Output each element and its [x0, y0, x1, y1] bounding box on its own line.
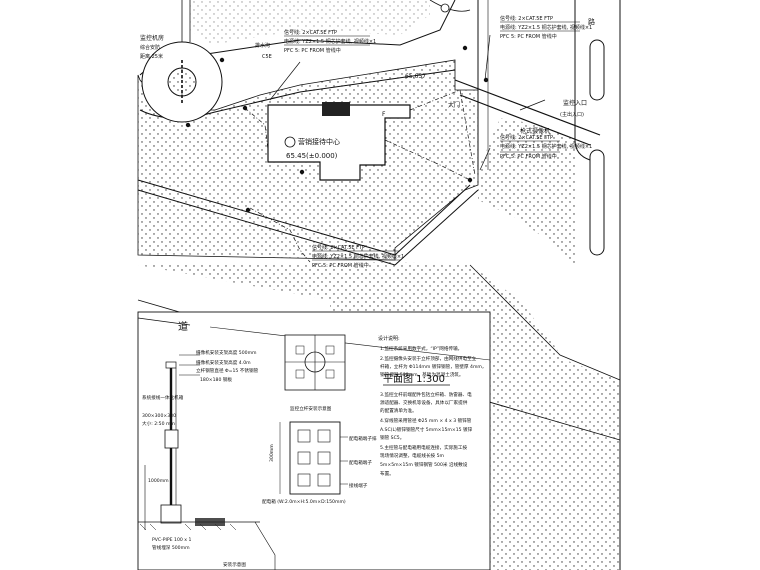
level-label: 65.657 — [405, 73, 426, 80]
camera-icon — [245, 207, 251, 213]
cable-spec-top-2: 电源线: YZ2×1.5 铜芯护套线, 视频线×1 — [284, 38, 376, 45]
box-dimension: 300mm — [269, 444, 275, 462]
section-label-8: 1000mm — [148, 478, 169, 484]
cable-spec-right-3: PFC 5: PC FROM 管线中 — [500, 33, 557, 40]
building-dark-block — [322, 102, 350, 116]
section-label-4: 180×180 钢板 — [200, 376, 232, 383]
section-label-7: 大小: 2:50 mm — [142, 420, 175, 427]
camera-label-right: 枪式摄像机 — [520, 127, 550, 135]
note-line-3: 杆箱，立杆为 Φ114mm 镀锌钢管，管壁厚 4mm， — [380, 363, 487, 370]
box-label-1: 配电箱端子排 — [349, 435, 377, 442]
note-line-7: 的配置清单为准。 — [380, 407, 417, 414]
cable-spec-top-1: 信号线: 2×CAT.5E FTP — [284, 29, 337, 36]
note-line-1: 1.监控系统采用数字式，“IP”网络传输， — [380, 345, 462, 352]
note-line-14: 布置。 — [380, 470, 394, 477]
distance-label: 距离 25米 — [140, 53, 163, 60]
site-plan: 营销接待中心 65.45(±0.000) F — [137, 0, 621, 570]
building-level: 65.45(±0.000) — [286, 152, 338, 160]
cable-spec-right-2: 电源线: YZ2×1.5 铜芯护套线, 视频线×1 — [500, 24, 592, 31]
notes-title: 设计说明: — [378, 335, 400, 342]
camera-icon — [185, 122, 191, 128]
right-spec-3: PFC 5: PC FROM 管线中 — [500, 153, 557, 160]
camera-icon — [467, 177, 473, 183]
right-spec-2: 电源线: YZ2×1.5 铜芯护套线, 视频线×1 — [500, 143, 592, 150]
center-spec-1: 信号线: 2×CAT.5E FTP — [312, 244, 365, 251]
section-label-9: PVC-PIPE 100 x 1 — [152, 537, 191, 543]
section-label-3: 立杆钢管直径 Φ=15 不锈钢管 — [196, 367, 259, 374]
cable-spec-right-1: 信号线: 2×CAT.5E FTP — [500, 15, 553, 22]
camera-icon — [219, 57, 225, 63]
detail-sheet: 道 — [137, 311, 491, 570]
section-label-10: 管线埋深 500mm — [152, 544, 190, 551]
building-marker-icon — [284, 136, 296, 148]
center-spec-3: PFC 5: PC FROM 管线中 — [312, 262, 369, 269]
distribution-box: 300mm 配电箱端子排 配电箱端子 接线端子 配电箱 (W:2.0m×H:5.… — [262, 421, 377, 505]
camera-icon — [462, 45, 468, 51]
design-notes: 设计说明: 1.监控系统采用数字式，“IP”网络传输， 2.监控摄像头安装于立杆… — [378, 335, 487, 477]
monitor-room-sub: 综合安防 — [140, 44, 160, 51]
note-line-4: 钢管埋深 500mm，基础为混凝土浇筑。 — [380, 371, 464, 378]
c5e-label: C5E — [262, 54, 272, 60]
box-caption: 配电箱 (W:2.0m×H:5.0m×D:150mm) — [262, 498, 346, 505]
bottom-caption: 安装示意图 — [223, 561, 246, 568]
note-line-6: 源适配器、交换机等设备，具体以厂家提供 — [380, 399, 468, 406]
note-line-11: 5.主控管与配电箱用电缆连接，实际施工按 — [380, 444, 467, 451]
building-mark: F — [382, 111, 386, 118]
median-strip-top — [589, 39, 605, 101]
gate-label: 大门 — [448, 101, 460, 109]
note-line-9: A.SC(L)镀锌钢管尺寸 5mm×15m×15 镀锌 — [380, 426, 473, 433]
road-label-right: 路 — [588, 17, 595, 26]
camera-head-icon — [165, 361, 177, 369]
conduit-pipe — [195, 518, 225, 526]
plan-title: 平面图 1:300 — [383, 373, 445, 385]
section-label-5: 系统接线一体化机箱 — [142, 394, 184, 401]
box-label-3: 接线端子 — [349, 482, 368, 489]
roads — [137, 0, 621, 570]
median-strip-bottom — [589, 149, 605, 256]
note-line-5: 3.监控立杆前端配件包括立杆箱、防雷器、电 — [380, 391, 472, 398]
annotation-leaders — [284, 21, 580, 261]
note-line-12: 现场情况调整，电缆线长按 5m — [380, 452, 445, 459]
pole-junction-box — [164, 429, 179, 449]
right-spec-1: 信号线: 2×CAT.5E FTP — [500, 134, 553, 141]
section-label-6: 300×300×380 — [142, 413, 176, 419]
water-label: 排水沟 — [255, 42, 270, 49]
entry-label-2: (主出入口) — [560, 111, 584, 118]
pole-foundation — [160, 504, 182, 524]
pit-caption: 监控立杆安装示意图 — [290, 405, 332, 412]
note-line-2: 2.监控摄像头安装于立杆顶部，由网线供电至立 — [380, 355, 477, 362]
building-sales-center: 营销接待中心 65.45(±0.000) F — [267, 102, 411, 181]
cable-spec-top-3: PFC 5: PC FROM 管线中 — [284, 47, 341, 54]
building-name: 营销接待中心 — [298, 137, 340, 146]
camera-icon — [299, 169, 305, 175]
pole-section: 摄像机安装支架高度 500mm 摄像机安装支架高度 4.0m 立杆钢管直径 Φ=… — [137, 349, 276, 570]
section-label-1: 摄像机安装支架高度 500mm — [196, 349, 257, 356]
camera-icons — [185, 45, 489, 213]
box-label-2: 配电箱端子 — [349, 459, 372, 466]
monitor-room-title: 监控机房 — [140, 34, 164, 42]
note-line-8: 4.穿线管采用管径 Φ25 mm × 4 x 3 镀锌管 — [380, 417, 472, 424]
camera-icon — [483, 77, 489, 83]
section-label-2: 摄像机安装支架高度 4.0m — [196, 359, 251, 366]
entry-label-1: 监控入口 — [563, 99, 587, 107]
center-spec-2: 电源线: YZ2×1.5 铜芯护套线, 视频线×1 — [312, 253, 404, 260]
pit-plan: 监控立杆安装示意图 — [284, 334, 346, 412]
camera-icon — [242, 105, 248, 111]
note-line-13: 5m×5m×15m 镀锌钢管 500米 沿线敷设 — [380, 461, 468, 468]
cable-routes — [244, 34, 546, 263]
note-line-10: 钢管 SC5。 — [380, 434, 404, 441]
road-label: 道 — [178, 320, 188, 333]
